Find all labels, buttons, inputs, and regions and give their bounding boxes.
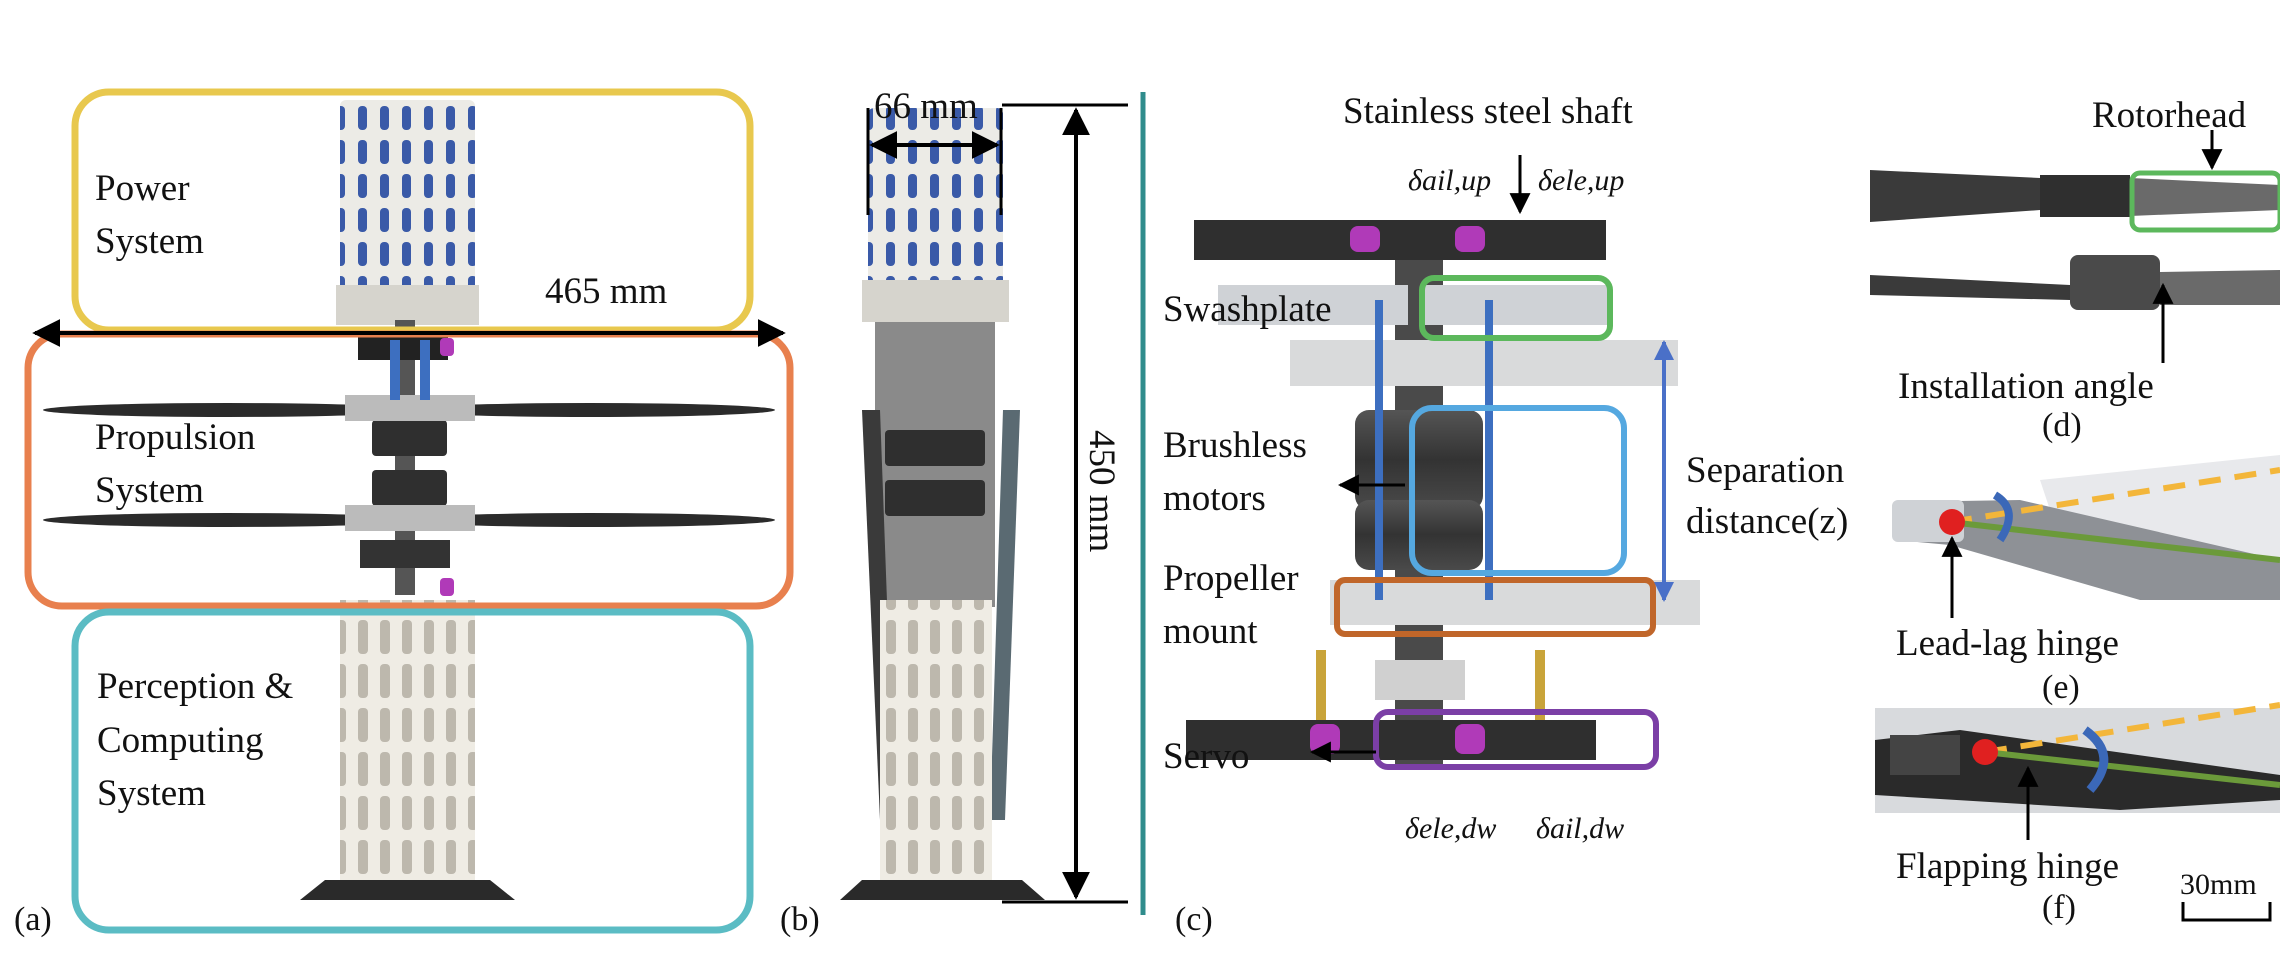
hinge-reference-dash bbox=[1984, 702, 2280, 755]
delta-ail-dw-symbol: δail,dw bbox=[1536, 812, 1624, 845]
separation-label: Separation bbox=[1686, 450, 1844, 491]
panel-a: Power System 465 mm Propulsion System Pe… bbox=[14, 88, 794, 938]
rotation-arrow-icon bbox=[2082, 726, 2109, 793]
panel-tag-b: (b) bbox=[780, 901, 820, 938]
flapping-hinge-dot bbox=[1972, 739, 1998, 765]
power-system-label: Power bbox=[95, 168, 190, 209]
power-battery-cylinder bbox=[336, 100, 479, 325]
delta-ele-up-symbol: δele,up bbox=[1538, 164, 1624, 197]
panel-b: 66 mm 450 mm (b) bbox=[780, 86, 1128, 938]
panel-tag-a: (a) bbox=[14, 901, 52, 938]
rotorhead-label: Rotorhead bbox=[2092, 95, 2247, 136]
panel-c: Stainless steel shaft δail,up δele,up Sw… bbox=[1163, 91, 1848, 938]
panel-f: Flapping hinge (f) 30mm bbox=[1875, 702, 2280, 926]
delta-ele-dw-symbol: δele,dw bbox=[1405, 812, 1496, 845]
motors-label-line2: motors bbox=[1163, 478, 1266, 519]
folded-drone-side-view bbox=[840, 108, 1045, 900]
propulsion-system-label-line2: System bbox=[95, 470, 204, 511]
diameter-dimension-label: 66 mm bbox=[874, 86, 978, 127]
panel-e: Lead-lag hinge (e) bbox=[1892, 455, 2280, 706]
rotorhead-closeup bbox=[1870, 170, 2280, 310]
swashplate-box bbox=[1419, 275, 1613, 341]
shaft-label: Stainless steel shaft bbox=[1343, 91, 1634, 132]
panel-d: Rotorhead Installation angle (d) bbox=[1870, 95, 2280, 444]
panel-tag-e: (e) bbox=[2042, 669, 2080, 706]
scale-bar bbox=[2181, 902, 2272, 922]
delta-ail-up-symbol: δail,up bbox=[1408, 164, 1491, 197]
propulsion-system-label: Propulsion bbox=[95, 417, 255, 458]
servo-label: Servo bbox=[1163, 736, 1249, 777]
flapping-hinge-label: Flapping hinge bbox=[1896, 846, 2119, 887]
installation-angle-label: Installation angle bbox=[1898, 366, 2154, 407]
scale-bar-label: 30mm bbox=[2180, 868, 2257, 901]
perception-system-label: Perception & bbox=[97, 666, 293, 707]
hinge-reference-line bbox=[1984, 749, 2280, 788]
panel-tag-f: (f) bbox=[2042, 889, 2076, 926]
height-dimension-label: 450 mm bbox=[1081, 430, 1122, 553]
panel-tag-d: (d) bbox=[2042, 407, 2082, 444]
perception-cage-cylinder bbox=[300, 600, 515, 900]
perception-system-box bbox=[71, 608, 754, 934]
separation-label-line2: distance(z) bbox=[1686, 501, 1848, 542]
rotor-exploded-view bbox=[1186, 220, 1700, 770]
propeller-mount-label: Propeller bbox=[1163, 558, 1299, 599]
lead-lag-hinge-dot bbox=[1939, 509, 1965, 535]
perception-system-label-line2: Computing bbox=[97, 720, 264, 761]
power-system-label-line2: System bbox=[95, 221, 204, 262]
rotorhead-box bbox=[2129, 170, 2280, 233]
perception-system-label-line3: System bbox=[97, 773, 206, 814]
swashplate-label: Swashplate bbox=[1163, 289, 1332, 330]
motors-label: Brushless bbox=[1163, 425, 1307, 466]
lead-lag-hinge-label: Lead-lag hinge bbox=[1896, 623, 2119, 664]
servo-box bbox=[1373, 709, 1659, 770]
width-dimension-label: 465 mm bbox=[545, 271, 668, 312]
propeller-mount-box bbox=[1334, 577, 1656, 637]
panel-tag-c: (c) bbox=[1175, 901, 1213, 938]
propulsion-rotor-assembly bbox=[43, 320, 775, 596]
rotation-arrow-icon bbox=[1992, 491, 2013, 543]
propeller-mount-label-line2: mount bbox=[1163, 611, 1258, 652]
brushless-motors-box bbox=[1409, 405, 1627, 576]
